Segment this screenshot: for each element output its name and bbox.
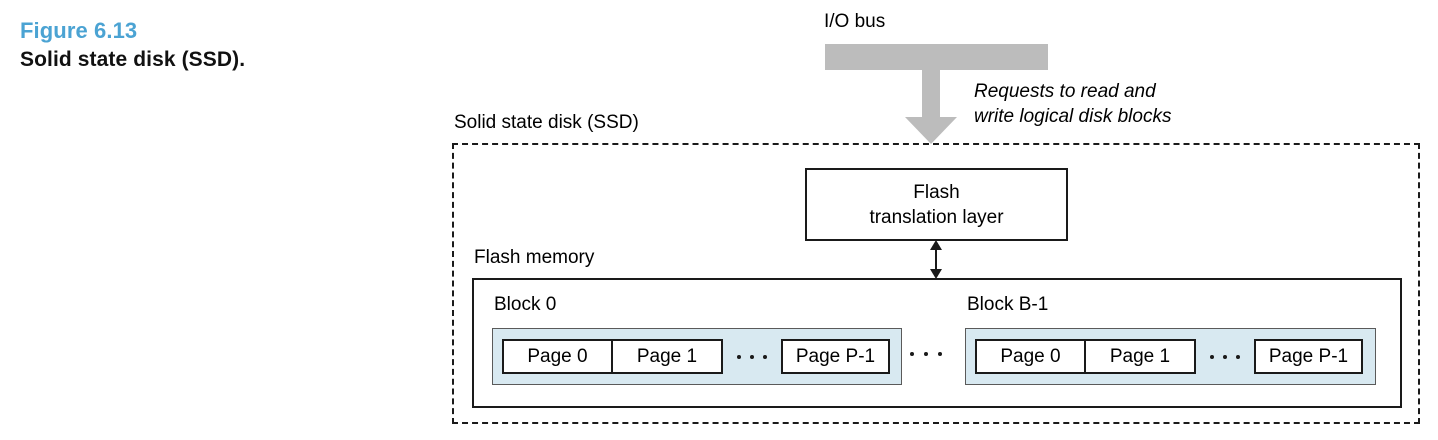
pages-row-block-last: Page 0 Page 1 Page P-1	[975, 339, 1363, 374]
page-cell-1: Page 1	[613, 339, 723, 374]
ftl-label-line1: Flash	[913, 181, 960, 203]
blocks-ellipsis-icon	[910, 352, 942, 356]
page-cell-0: Page 0	[975, 339, 1086, 374]
pages-ellipsis-icon-block-0	[723, 354, 781, 359]
pages-row-block-0: Page 0 Page 1 Page P-1	[502, 339, 890, 374]
io-bus-down-arrow-icon	[905, 69, 969, 145]
pages-ellipsis-icon-block-last	[1196, 354, 1254, 359]
io-bus-annotation: Requests to read and write logical disk …	[974, 79, 1171, 129]
ssd-label: Solid state disk (SSD)	[454, 112, 639, 133]
page-cell-1: Page 1	[1086, 339, 1196, 374]
block-label-0: Block 0	[494, 294, 557, 315]
figure-title: Solid state disk (SSD).	[20, 48, 246, 71]
ssd-boundary-box	[452, 143, 1420, 424]
flash-memory-label: Flash memory	[474, 247, 595, 268]
block-strip-0: Page 0 Page 1 Page P-1	[492, 328, 902, 385]
page-cell-last: Page P-1	[1254, 339, 1363, 374]
io-bus-annotation-line2: write logical disk blocks	[974, 106, 1172, 127]
io-bus-annotation-line1: Requests to read and	[974, 81, 1156, 102]
block-label-last: Block B-1	[967, 294, 1049, 315]
ftl-flash-double-arrow-icon	[925, 240, 947, 279]
flash-translation-layer-box: Flash translation layer	[805, 168, 1068, 241]
io-bus-label: I/O bus	[824, 11, 886, 32]
block-strip-last: Page 0 Page 1 Page P-1	[965, 328, 1376, 385]
page-cell-0: Page 0	[502, 339, 613, 374]
figure-number: Figure 6.13	[20, 18, 138, 43]
ftl-label-line2: translation layer	[869, 206, 1004, 228]
page-cell-last: Page P-1	[781, 339, 890, 374]
io-bus-bar	[825, 44, 1048, 70]
